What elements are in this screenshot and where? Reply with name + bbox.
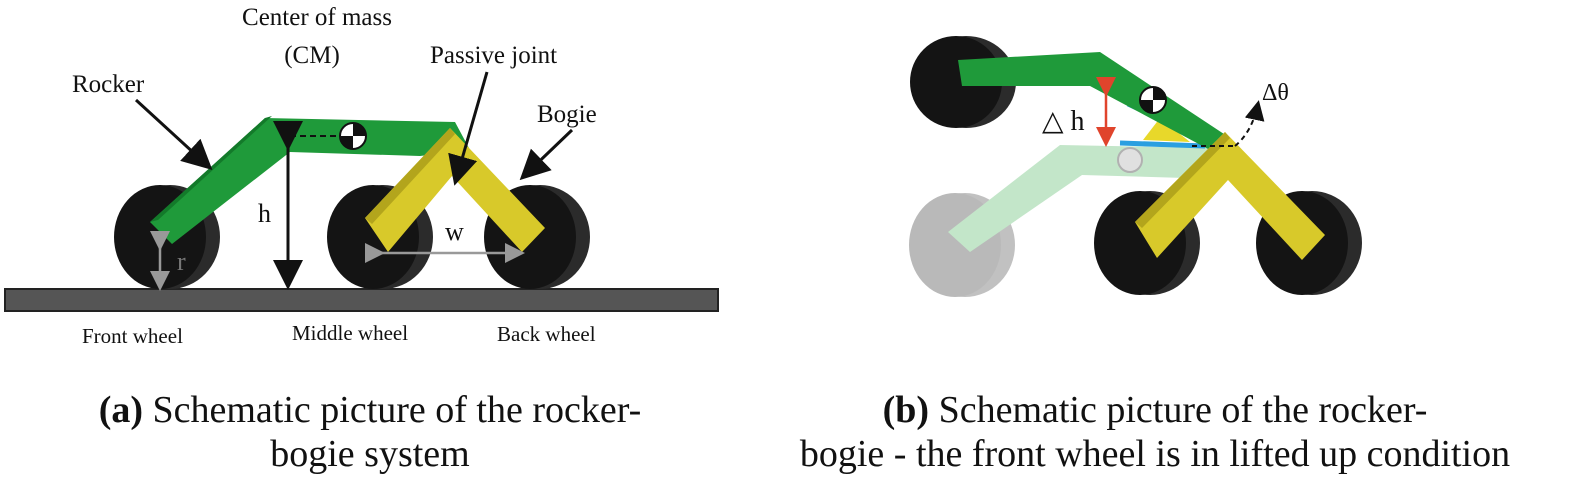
label-back-wheel: Back wheel (497, 322, 596, 346)
label-center-of-mass: Center of mass (242, 4, 392, 31)
caption-a: (a) Schematic picture of the rocker- bog… (20, 388, 720, 476)
caption-a-line1: Schematic picture of the rocker- (152, 389, 642, 431)
label-rocker: Rocker (72, 71, 145, 98)
label-passive-joint: Passive joint (430, 42, 557, 69)
rocker-leader-arrow (134, 98, 213, 171)
caption-a-line2: bogie system (270, 433, 470, 475)
label-front-wheel: Front wheel (82, 324, 183, 348)
ghost-rover (909, 145, 1220, 297)
delta-theta-arrow (1234, 100, 1265, 147)
label-r: r (177, 247, 186, 276)
bogie-arm (365, 128, 545, 252)
ground-bar (4, 288, 719, 312)
caption-b: (b) Schematic picture of the rocker- bog… (740, 388, 1570, 476)
panel-b: △ h Δθ (909, 36, 1362, 297)
label-delta-theta: Δθ (1262, 80, 1289, 106)
label-middle-wheel: Middle wheel (292, 321, 408, 345)
label-h: h (258, 199, 271, 228)
b-center-of-mass-symbol (1139, 86, 1167, 114)
label-cm: (CM) (284, 42, 340, 69)
caption-b-line2: bogie - the front wheel is in lifted up … (799, 433, 1511, 475)
panel-a: Center of mass (CM) Passive joint Rocker… (4, 4, 719, 348)
b-bogie-arm (1135, 132, 1325, 260)
label-bogie: Bogie (537, 101, 597, 128)
caption-b-tag: (b) (882, 389, 930, 431)
label-w: w (445, 217, 464, 246)
caption-b-line1: Schematic picture of the rocker- (938, 389, 1428, 431)
rocker-arm (150, 118, 470, 244)
center-of-mass-symbol (339, 122, 367, 150)
passive-joint-leader-arrow (448, 71, 489, 186)
label-delta-h: △ h (1042, 106, 1085, 137)
bogie-leader-arrow (519, 128, 574, 181)
caption-a-tag: (a) (98, 389, 143, 431)
lifted-rocker-arm (958, 52, 1230, 150)
